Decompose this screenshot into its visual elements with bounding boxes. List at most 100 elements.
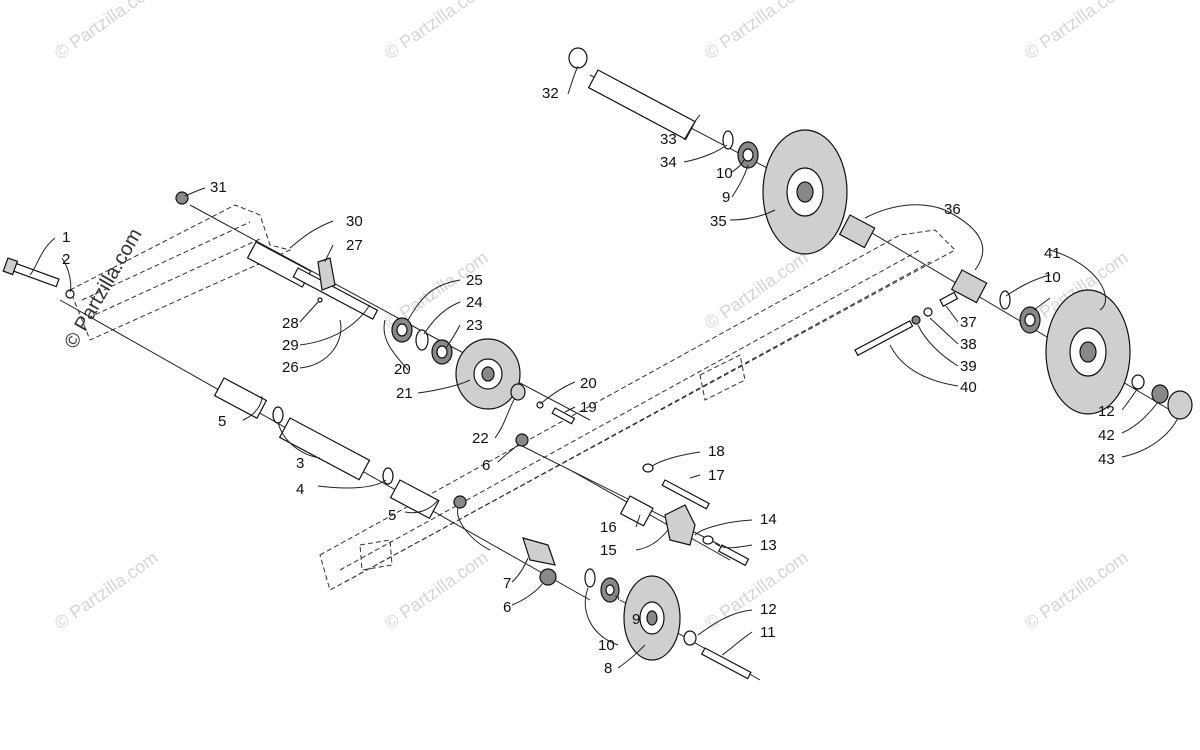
callout-35: 35	[710, 213, 727, 230]
callout-9-lower: 9	[632, 611, 640, 628]
bushing-16	[619, 495, 654, 527]
washer-14	[702, 535, 714, 545]
watermark: © Partzilla.com	[381, 547, 492, 633]
washer-12-right	[1131, 374, 1145, 390]
callout-32: 32	[542, 85, 559, 102]
callout-4: 4	[296, 481, 304, 498]
ring-4	[272, 406, 284, 424]
callout-2: 2	[62, 251, 70, 268]
bolt-40	[854, 320, 914, 357]
hub-36-a	[838, 214, 876, 249]
callout-8: 8	[604, 660, 612, 677]
callout-36: 36	[944, 201, 961, 218]
watermark: © Partzilla.com	[701, 0, 812, 63]
shaft-5-upper	[213, 377, 268, 420]
wheel-8	[623, 575, 681, 661]
callout-3: 3	[296, 455, 304, 472]
wheel-21	[455, 338, 521, 410]
watermark: © Partzilla.com	[701, 547, 812, 633]
callout-14: 14	[760, 511, 777, 528]
wheel-35	[762, 129, 848, 255]
callout-6: 6	[482, 457, 490, 474]
bearing-23	[431, 339, 453, 365]
ring-24	[415, 329, 429, 351]
washer-18	[642, 463, 654, 473]
callout-30: 30	[346, 213, 363, 230]
bolt-11	[700, 647, 752, 680]
nut-6-lower	[539, 568, 557, 586]
callout-40: 40	[960, 379, 977, 396]
callout-10-right: 10	[1044, 269, 1061, 286]
watermark: © Partzilla.com	[51, 547, 162, 633]
callout-29: 29	[282, 337, 299, 354]
nut-6-mid	[453, 495, 467, 509]
pin-19	[551, 407, 576, 425]
callout-labels: 1 2 3 4 5 5 6 6 7 8 9 9 10 10 10 11 12 1…	[62, 85, 1115, 677]
callout-24: 24	[466, 294, 483, 311]
callout-12-right: 12	[1098, 403, 1115, 420]
callout-42: 42	[1098, 427, 1115, 444]
callout-5: 5	[218, 413, 226, 430]
callout-17: 17	[708, 467, 725, 484]
bearing-25	[391, 317, 413, 343]
nut-39	[911, 315, 921, 325]
nut-31	[175, 191, 189, 205]
leader-lines	[29, 65, 1179, 669]
callout-11: 11	[760, 624, 776, 641]
skid-rail-right	[319, 229, 956, 591]
callout-1: 1	[62, 229, 70, 246]
watermark: © Partzilla.com	[1021, 0, 1132, 63]
callout-15: 15	[600, 542, 617, 559]
washer-32	[568, 47, 588, 69]
watermark: © Partzilla.com	[1021, 547, 1132, 633]
bolt-17	[661, 479, 710, 510]
callout-43: 43	[1098, 451, 1115, 468]
callout-28: 28	[282, 315, 299, 332]
callout-25: 25	[466, 272, 483, 289]
ring-34	[722, 130, 734, 150]
callout-39: 39	[960, 358, 977, 375]
shaft-3	[278, 417, 371, 481]
callout-34: 34	[660, 154, 677, 171]
watermark: © Partzilla.com	[701, 247, 812, 333]
bearing-9-lower	[600, 577, 620, 603]
bolt-1	[2, 257, 60, 288]
pin-28	[317, 297, 323, 303]
ring-10-lower	[584, 568, 596, 588]
wheel-41	[1045, 289, 1131, 415]
watermark: © Partzilla.com	[381, 0, 492, 63]
callout-18: 18	[708, 443, 725, 460]
callout-22: 22	[472, 430, 489, 447]
cap-43	[1167, 390, 1193, 420]
shaft-33	[587, 69, 696, 141]
callout-41: 41	[1044, 245, 1061, 262]
washer-22	[510, 383, 526, 401]
callout-21: 21	[396, 385, 413, 402]
ring-10-right	[999, 290, 1011, 310]
callout-20-left: 20	[394, 361, 411, 378]
arm-7	[522, 537, 556, 566]
callout-23: 23	[466, 317, 483, 334]
nut-6-upper	[515, 433, 529, 447]
spacer-37	[939, 291, 959, 307]
callout-7: 7	[503, 575, 511, 592]
bolt-13	[717, 544, 750, 567]
callout-19: 19	[580, 399, 597, 416]
callout-16: 16	[600, 519, 617, 536]
callout-20-right: 20	[580, 375, 597, 392]
bearing-9-right	[1019, 306, 1041, 334]
callout-31: 31	[210, 179, 227, 196]
callout-26: 26	[282, 359, 299, 376]
callout-6b: 6	[503, 599, 511, 616]
washer-12-lower	[683, 630, 697, 646]
shaft-30	[246, 241, 379, 320]
bolt-42	[1151, 384, 1169, 404]
ring-20	[536, 401, 544, 409]
washer-38	[923, 307, 933, 317]
callout-38: 38	[960, 336, 977, 353]
callout-5b: 5	[388, 507, 396, 524]
callout-37: 37	[960, 314, 977, 331]
hub-36-b	[950, 269, 988, 304]
callout-10-lower: 10	[598, 637, 615, 654]
